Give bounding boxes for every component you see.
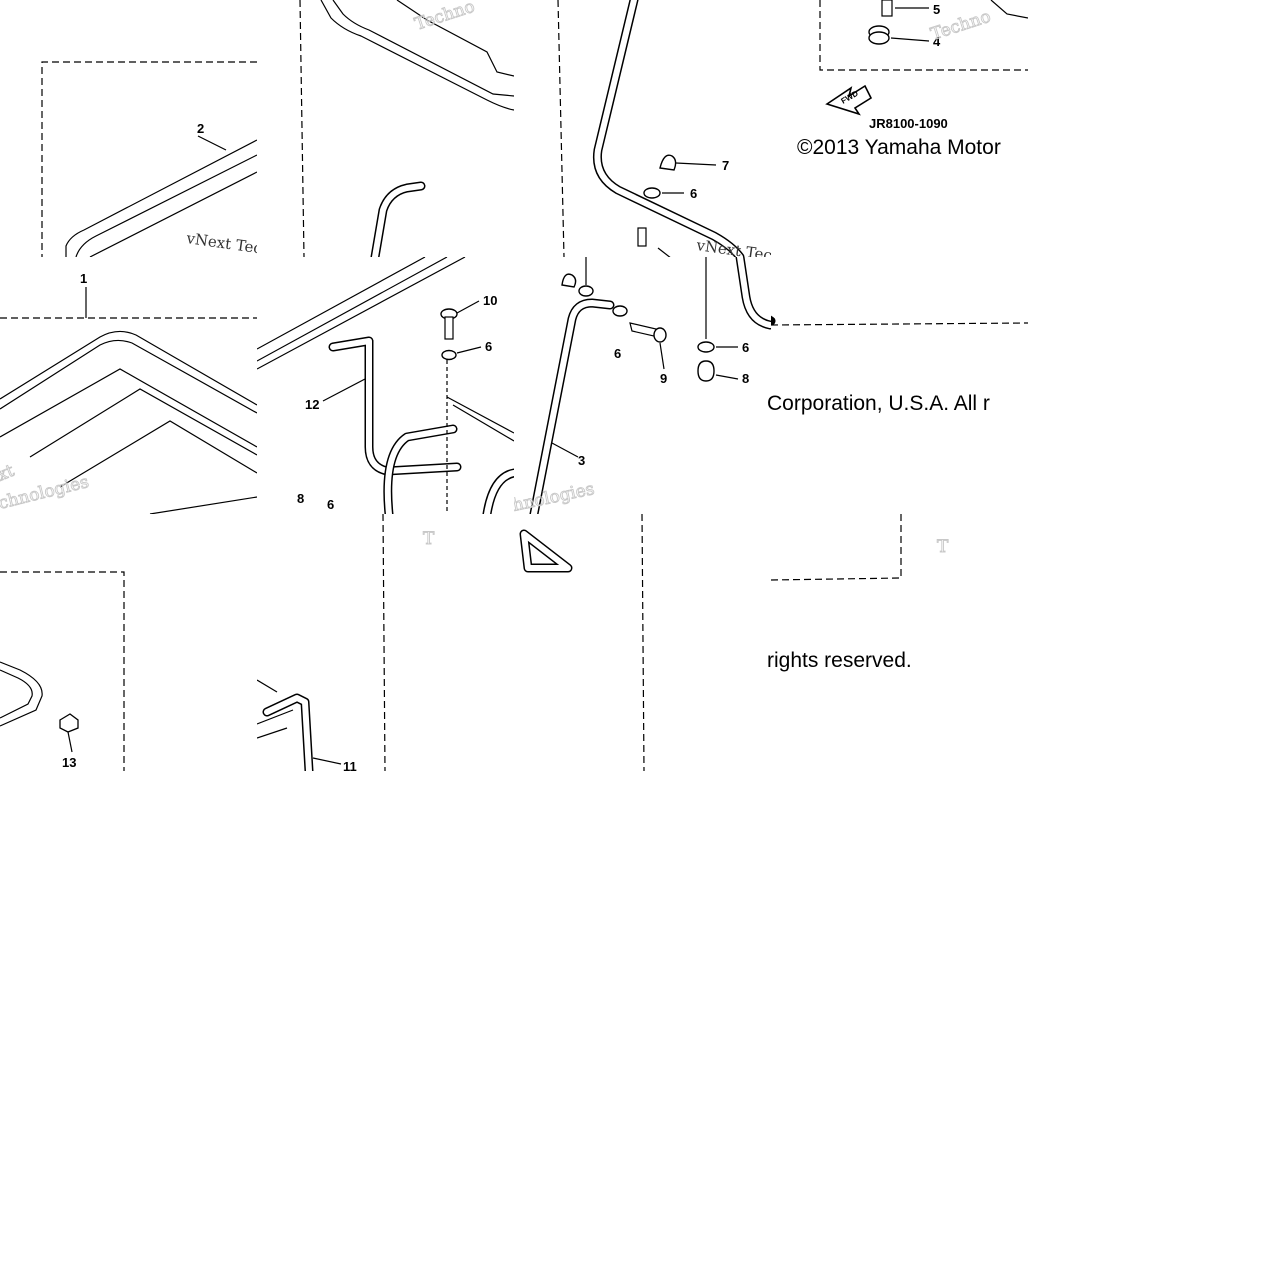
- copyright-line-3: rights reserved.: [767, 649, 912, 672]
- callout-4: 4: [933, 34, 941, 49]
- watermark-text: T: [937, 537, 949, 557]
- watermark-text: T: [423, 529, 435, 549]
- callout-13: 13: [62, 755, 76, 770]
- callout-7: 7: [722, 158, 729, 173]
- tile-middle-center: 12 10 6 8 6: [257, 257, 514, 514]
- fwd-arrow-icon: FWD: [825, 84, 873, 116]
- diagram-code: JR8100-1090: [869, 116, 948, 131]
- callout-6: 6: [742, 340, 749, 355]
- callout-3: 3: [578, 453, 585, 468]
- tile-bottom-left: 13: [0, 514, 257, 771]
- callout-5: 5: [933, 2, 940, 17]
- callout-8: 8: [297, 491, 304, 506]
- callout-10: 10: [483, 293, 497, 308]
- tile-middle-right: 6 9 6 8 3 hnologies: [514, 257, 771, 514]
- callout-12: 12: [305, 397, 319, 412]
- tile-far-right-top: 5 4 Techno FWD JR8100-1090 ©2013 Yamaha …: [771, 0, 1028, 257]
- callout-1: 1: [80, 271, 87, 286]
- watermark-text: hnologies: [514, 479, 596, 514]
- tile-top-left: 2 vNext Tec: [0, 0, 257, 257]
- tile-far-right-bottom: T: [771, 514, 1028, 771]
- tile-bottom-center: 11 T: [257, 514, 514, 771]
- callout-11: 11: [343, 759, 357, 771]
- copyright-line-2: Corporation, U.S.A. All r: [767, 392, 990, 415]
- tile-top-right: 7 6 vNext Tec: [514, 0, 771, 257]
- tile-bottom-right: [514, 514, 771, 771]
- watermark-text: vNext Tec: [184, 229, 257, 257]
- watermark-text: hnologies: [781, 254, 854, 257]
- callout-6: 6: [690, 186, 697, 201]
- callout-8: 8: [742, 371, 749, 386]
- callout-6: 6: [614, 346, 621, 361]
- tile-top-center: Techno: [257, 0, 514, 257]
- tile-middle-left: 1 xt chnologies: [0, 257, 257, 514]
- watermark-text: vNext Tec: [694, 236, 771, 257]
- copyright-line-1: ©2013 Yamaha Motor: [797, 136, 1001, 159]
- callout-2: 2: [197, 121, 204, 136]
- watermark-text: xt: [0, 461, 17, 486]
- tile-far-right-middle: [771, 257, 1028, 514]
- callout-6: 6: [327, 497, 334, 512]
- callout-6: 6: [485, 339, 492, 354]
- callout-9: 9: [660, 371, 667, 386]
